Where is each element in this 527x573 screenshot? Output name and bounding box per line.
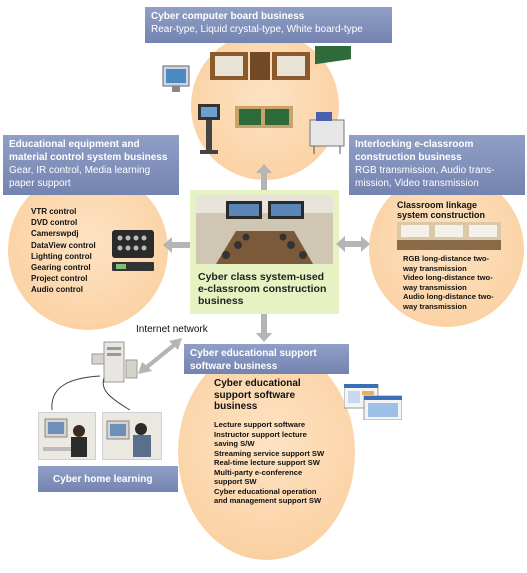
bottom-business-banner: Cyber educational support software busin… — [184, 344, 349, 374]
arrow-down — [256, 314, 272, 342]
software-item: Streaming service support SW — [214, 448, 325, 458]
software-item: Multi-party e-conference support SW — [214, 467, 303, 487]
control-item: Gearing control — [31, 263, 91, 273]
arrow-internet-diagonal — [138, 338, 182, 374]
control-item: Camerswpdj — [31, 229, 79, 239]
top-business-title: Cyber computer board business — [151, 11, 305, 22]
control-item: Project control — [31, 274, 88, 284]
right-business-subtitle: RGB transmission, Audio trans-mission, V… — [355, 165, 495, 189]
arrow-left — [163, 237, 190, 253]
control-item: VTR control — [31, 207, 77, 216]
bottom-business-heading: Cyber educational support software busin… — [214, 378, 301, 412]
network-cables — [51, 375, 131, 411]
software-item: Lecture support software — [214, 420, 306, 429]
control-item: Lighting control — [31, 251, 92, 261]
arrow-right-double — [336, 236, 370, 252]
classroom-linkage-label: Classroom linkage system construction — [397, 200, 486, 220]
control-item: DVD control — [31, 218, 78, 228]
right-business-title: Interlocking e-classroom construction bu… — [355, 139, 474, 163]
software-screenshot — [344, 384, 402, 420]
software-list: Lecture support software Instructor supp… — [214, 420, 344, 506]
server-illustration — [91, 341, 138, 383]
control-item: DataView control — [31, 240, 96, 250]
control-item: Audio control — [31, 285, 83, 295]
home-learning-photo-1 — [38, 412, 96, 460]
control-panel-illustration — [112, 230, 154, 271]
classroom-photo — [196, 195, 333, 264]
software-item: Cyber educational operation and manageme… — [214, 486, 322, 506]
software-item: Instructor support lecture saving S/W — [214, 429, 307, 449]
arrow-up — [256, 164, 272, 190]
classroom-linkage-photo — [397, 222, 501, 250]
left-business-subtitle: Gear, IR control, Media learning paper s… — [9, 165, 151, 189]
transmission-list: RGB long-distance two-way transmission V… — [403, 254, 495, 312]
left-business-banner: Educational equipment and material contr… — [3, 135, 179, 195]
software-item: Real-time lecture support SW — [214, 458, 320, 467]
control-list: VTR control DVD control Camerswpdj DataV… — [31, 206, 96, 296]
home-learning-label: Cyber home learning — [53, 474, 153, 485]
bottom-business-banner-text: Cyber educational support software busin… — [190, 348, 317, 372]
computer-board-illustration — [162, 46, 351, 154]
bottom-business-circle — [178, 345, 355, 560]
transmission-item: Audio long-distance two-way transmission — [403, 292, 494, 311]
top-business-subtitle: Rear-type, Liquid crystal-type, White bo… — [151, 24, 363, 35]
transmission-item: Video long-distance two-way transmission — [403, 273, 493, 292]
right-business-banner: Interlocking e-classroom construction bu… — [349, 135, 525, 195]
home-learning-banner: Cyber home learning — [38, 466, 178, 492]
center-title: Cyber class system-used e-classroom cons… — [198, 271, 327, 307]
internet-network-label: Internet network — [136, 324, 208, 335]
left-business-title: Educational equipment and material contr… — [9, 139, 168, 163]
transmission-item: RGB long-distance two-way transmission — [403, 254, 490, 273]
top-business-banner: Cyber computer board business Rear-type,… — [145, 7, 392, 43]
home-learning-photo-2 — [102, 412, 162, 460]
